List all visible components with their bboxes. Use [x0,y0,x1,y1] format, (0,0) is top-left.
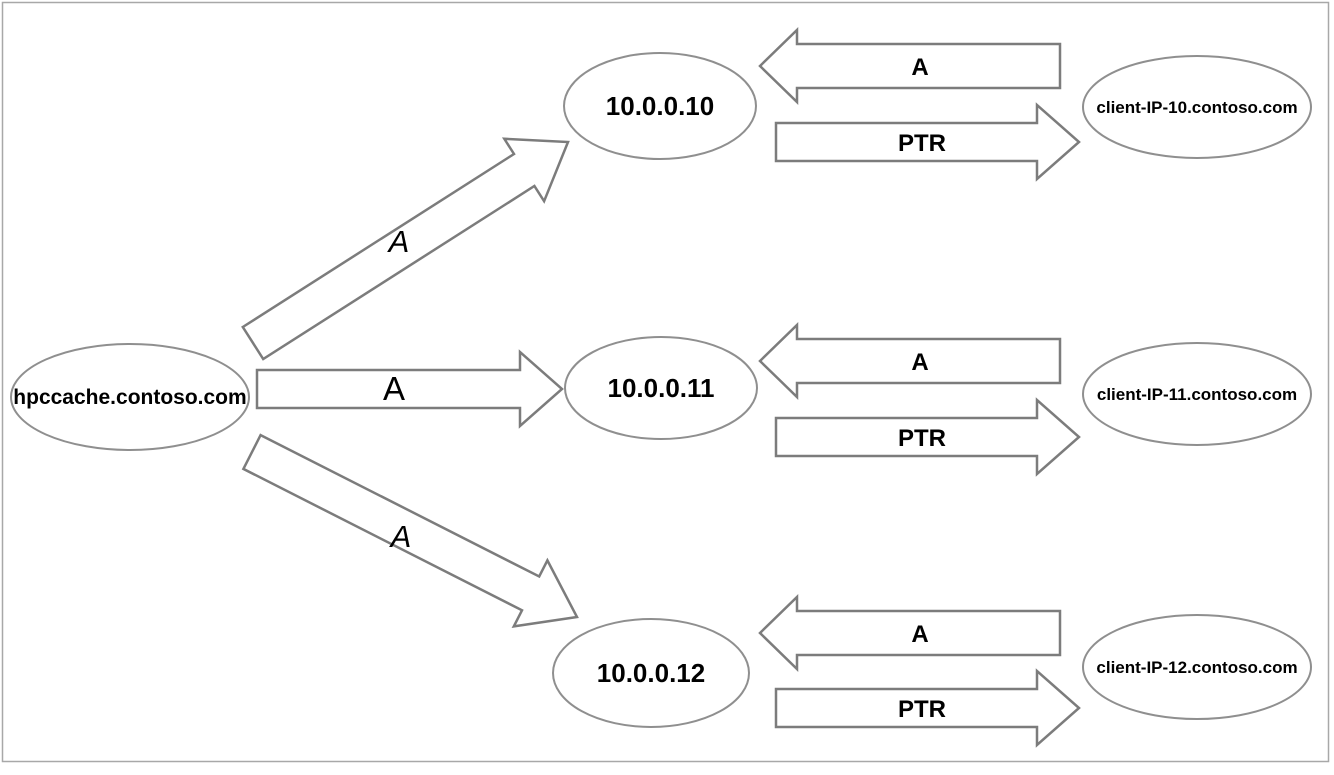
ptr-label-row-2: PTR [898,425,946,452]
reverse-a-arrow-row-1 [758,27,1062,105]
forward-a-arrow-horizontal [255,349,564,429]
ip-node-label-row-2: 10.0.0.11 [608,373,715,403]
client-node-ellipse-row-2 [1082,342,1312,446]
ip-node-ellipse-row-1 [563,52,757,160]
ptr-label-row-3: PTR [898,696,946,723]
forward-a-label-row-2: A [383,370,405,407]
reverse-a-arrow-row-3 [758,594,1062,672]
forward-a-arrow-up-diagonal [241,137,570,361]
client-node-ellipse-row-3 [1082,614,1312,720]
forward-a-label-row-3: A [389,519,412,554]
ptr-arrow-row-2 [774,397,1081,477]
ptr-arrow-row-3 [774,668,1081,748]
reverse-a-label-row-1: A [911,54,928,81]
ip-node-label-row-3: 10.0.0.12 [597,658,705,688]
page-border [1,1,1330,763]
ptr-label-row-1: PTR [898,130,946,157]
source-node-label: hpccache.contoso.com [13,386,246,409]
reverse-a-label-row-3: A [911,621,928,648]
client-node-ellipse-row-1 [1082,55,1312,159]
ptr-arrow-row-1 [774,102,1081,182]
forward-a-arrow-down-diagonal [241,433,579,628]
forward-a-label-row-1: A [387,224,410,259]
client-node-label-row-1: client-IP-10.contoso.com [1096,98,1297,117]
ip-node-label-row-1: 10.0.0.10 [606,91,714,121]
ip-node-ellipse-row-3 [552,618,750,728]
source-node-ellipse [10,343,250,451]
client-node-label-row-3: client-IP-12.contoso.com [1096,658,1297,677]
client-node-label-row-2: client-IP-11.contoso.com [1097,385,1297,404]
reverse-a-arrow-row-2 [758,322,1062,400]
reverse-a-label-row-2: A [911,349,928,376]
ip-node-ellipse-row-2 [564,336,758,440]
